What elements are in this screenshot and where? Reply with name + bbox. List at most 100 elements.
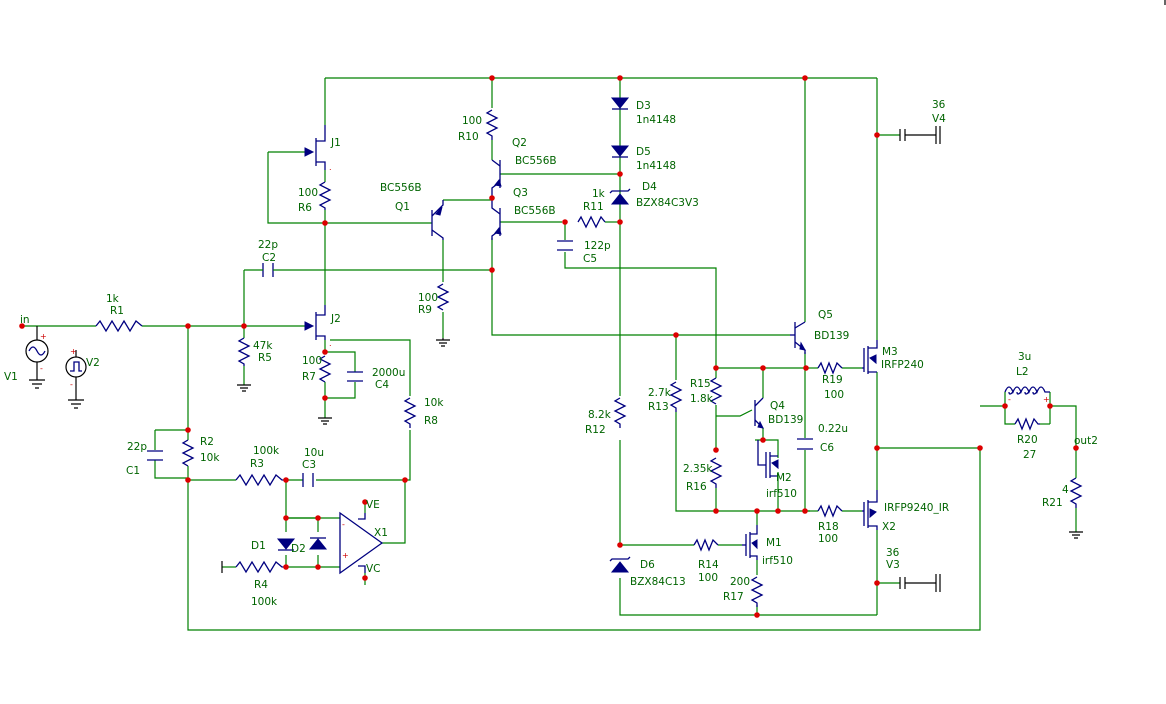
c2-capacitor xyxy=(262,263,276,277)
label-c3: C3 xyxy=(302,459,316,471)
label-r14-value: 100 xyxy=(698,572,718,584)
label-l2-value: 3u xyxy=(1018,351,1031,363)
m1-mosfet xyxy=(742,525,758,560)
c4-capacitor xyxy=(347,371,363,382)
label-d1: D1 xyxy=(251,540,266,552)
label-m1: M1 xyxy=(766,537,782,549)
r2-resistor xyxy=(181,439,195,467)
r4-resistor xyxy=(235,560,286,574)
label-j2: J2 xyxy=(330,313,341,325)
label-d3: D3 xyxy=(636,100,651,112)
svg-text:-: - xyxy=(70,380,73,389)
d3-diode xyxy=(610,97,630,110)
label-r9-value: 100 xyxy=(418,292,438,304)
r17-resistor xyxy=(750,576,764,607)
svg-text:-: - xyxy=(1008,395,1011,404)
label-v2: V2 xyxy=(86,357,100,369)
svg-text:+: + xyxy=(40,332,47,341)
svg-text:+: + xyxy=(1043,395,1050,404)
components xyxy=(25,0,1166,607)
r15-resistor xyxy=(709,377,723,405)
label-c2-value: 22p xyxy=(258,239,278,251)
r8-resistor xyxy=(403,397,417,428)
label-d5-type: 1n4148 xyxy=(636,160,676,172)
r9-resistor xyxy=(436,283,450,311)
label-v4: V4 xyxy=(932,113,946,125)
label-r9: R9 xyxy=(418,304,432,316)
label-x1: X1 xyxy=(374,527,388,539)
label-c6-value: 0.22u xyxy=(818,423,848,435)
label-r13-value: 2.7k xyxy=(648,387,672,399)
label-r1: R1 xyxy=(110,305,124,317)
r14-resistor xyxy=(693,538,719,552)
x1-opamp xyxy=(339,511,384,575)
label-q4-type: BD139 xyxy=(768,414,803,426)
label-j1: J1 xyxy=(330,137,341,149)
label-in: in xyxy=(20,314,30,326)
label-d2: D2 xyxy=(291,543,306,555)
label-r4: R4 xyxy=(254,579,268,591)
label-c3-value: 10u xyxy=(304,447,324,459)
svg-text:.: . xyxy=(329,163,332,172)
label-r19: R19 xyxy=(822,374,843,386)
label-m3: M3 xyxy=(882,346,898,358)
d6-zener xyxy=(609,556,631,573)
q3-bjt xyxy=(491,198,502,240)
label-r8: R8 xyxy=(424,415,438,427)
j1-jfet xyxy=(304,125,326,170)
label-l2: L2 xyxy=(1016,366,1029,378)
label-m2-type: irf510 xyxy=(766,488,797,500)
r19-resistor xyxy=(817,361,843,375)
label-r15: R15 xyxy=(690,378,711,390)
label-r16: R16 xyxy=(686,481,707,493)
label-r3: R3 xyxy=(250,458,264,470)
label-r17-value: 200 xyxy=(730,576,750,588)
q1-bjt xyxy=(431,200,444,240)
svg-text:-: - xyxy=(342,520,345,529)
label-r7: R7 xyxy=(302,371,316,383)
label-r10-value: 100 xyxy=(462,115,482,127)
v1-sine-source xyxy=(25,326,49,389)
r5-resistor xyxy=(237,337,251,366)
label-r21-value: 4 xyxy=(1062,484,1069,496)
label-d6: D6 xyxy=(640,559,655,571)
label-r21: R21 xyxy=(1042,497,1063,509)
label-r6: R6 xyxy=(298,202,312,214)
label-c6: C6 xyxy=(820,442,834,454)
pin-marks: + - + - - + - + . . xyxy=(40,163,1050,560)
svg-text:+: + xyxy=(342,551,349,560)
j2-jfet xyxy=(304,305,326,340)
label-r2: R2 xyxy=(200,436,214,448)
label-r17: R17 xyxy=(723,591,744,603)
label-r3-value: 100k xyxy=(253,445,280,457)
label-d4-type: BZX84C3V3 xyxy=(636,197,699,209)
label-r18: R18 xyxy=(818,521,839,533)
label-r4-value: 100k xyxy=(251,596,278,608)
r11-resistor xyxy=(577,215,606,229)
label-r5-value: 47k xyxy=(253,340,273,352)
label-m1-type: irf510 xyxy=(762,555,793,567)
label-m3-type: IRFP240 xyxy=(881,359,924,371)
r20-resistor xyxy=(1014,417,1040,431)
r10-resistor xyxy=(485,109,499,140)
label-q2-type: BC556B xyxy=(515,155,557,167)
v2-pulse-source xyxy=(65,350,87,409)
label-q3: Q3 xyxy=(513,187,528,199)
label-c5: C5 xyxy=(583,253,597,265)
label-r14: R14 xyxy=(698,559,719,571)
label-d4: D4 xyxy=(642,181,657,193)
label-r8-value: 10k xyxy=(424,397,444,409)
label-ve: VE xyxy=(366,499,380,511)
label-v3: V3 xyxy=(886,559,900,571)
label-vc: VC xyxy=(366,563,381,575)
r18-resistor xyxy=(817,504,843,518)
label-c1-value: 22p xyxy=(127,441,147,453)
m2-mosfet xyxy=(757,440,779,478)
label-x2: X2 xyxy=(882,521,896,533)
c3-capacitor xyxy=(302,473,314,487)
label-r16-value: 2.35k xyxy=(683,463,713,475)
v3-battery xyxy=(899,574,941,592)
svg-text:.: . xyxy=(329,339,332,348)
label-r20: R20 xyxy=(1017,434,1038,446)
q5-bjt xyxy=(790,321,806,354)
